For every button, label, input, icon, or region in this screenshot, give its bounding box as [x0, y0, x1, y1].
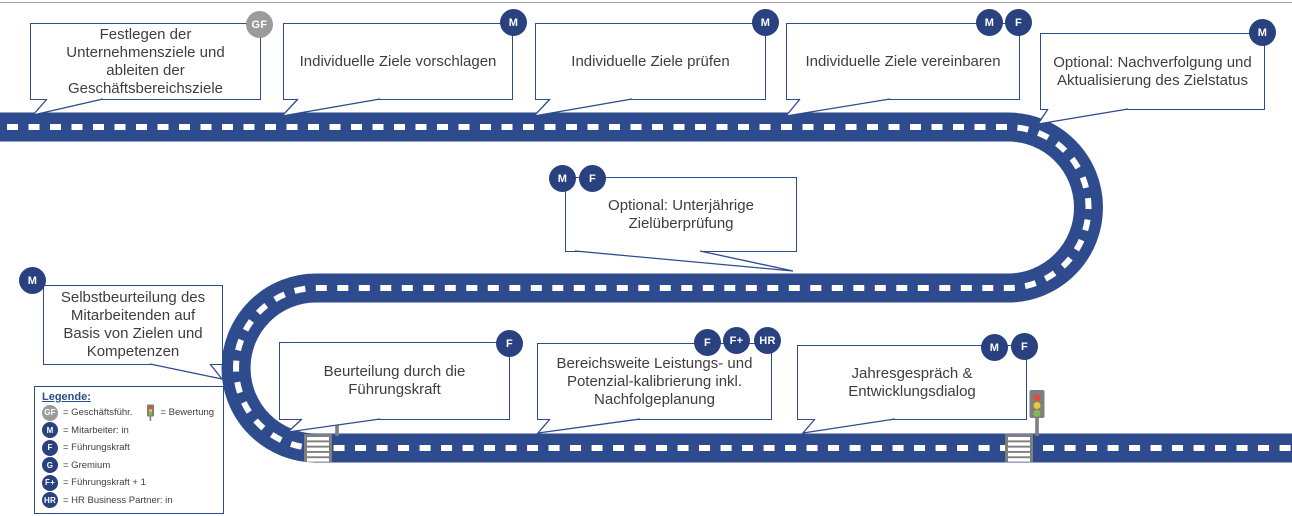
- step-10-badge-f: F: [1011, 333, 1038, 360]
- legend-item-g-label: = Gremium: [63, 459, 111, 471]
- legend-item-gf: GF = Geschäftsführ. = Bewertung: [42, 404, 216, 422]
- step-1-callout: Festlegen der Unternehmensziele und able…: [30, 23, 261, 100]
- step-6-badge-m: M: [549, 165, 576, 192]
- step-9-badge-fplus: F+: [723, 327, 750, 354]
- traffic-light-icon: [146, 404, 155, 422]
- hr-badge-icon: HR: [42, 492, 58, 509]
- step-2-label: Individuelle Ziele vorschlagen: [299, 52, 497, 70]
- step-5-badge-m: M: [1249, 19, 1276, 46]
- step-5-label: Optional: Nachverfolgung und Aktualisier…: [1053, 53, 1252, 89]
- step-4-label: Individuelle Ziele vereinbaren: [805, 52, 1001, 70]
- step-9-badge-hr: HR: [754, 327, 781, 354]
- legend-item-f: F = Führungskraft: [42, 439, 216, 456]
- legend-item-gf-label: = Geschäftsführ.: [63, 407, 133, 419]
- legend-item-m-label: = Mitarbeiter: in: [63, 424, 129, 436]
- step-2-callout: Individuelle Ziele vorschlagen: [283, 23, 513, 100]
- g-badge-icon: G: [42, 457, 58, 474]
- step-3-callout: Individuelle Ziele prüfen: [535, 23, 766, 100]
- step-4-badge-m: M: [976, 9, 1003, 36]
- step-2-badge-m: M: [500, 9, 527, 36]
- fplus-badge-icon: F+: [42, 474, 58, 491]
- step-1-label: Festlegen der Unternehmensziele und able…: [66, 25, 225, 97]
- step-5-callout: Optional: Nachverfolgung und Aktualisier…: [1040, 33, 1265, 110]
- step-8-label: Beurteilung durch die Führungskraft: [323, 363, 466, 398]
- road-centerline: [0, 124, 1292, 451]
- step-4-badge-f: F: [1005, 9, 1032, 36]
- m-badge-icon: M: [42, 422, 58, 439]
- step-9-label: Bereichsweite Leistungs- und Potenzial-k…: [556, 354, 753, 408]
- step-6-label: Optional: Unterjährige Zielüberprüfung: [608, 196, 754, 232]
- step-8-badge-f: F: [496, 330, 523, 357]
- top-border-line: [0, 2, 1292, 3]
- step-7-label: Selbstbeurteilung des Mitarbeitenden auf…: [60, 289, 206, 360]
- step-10-label: Jahresgespräch & Entwicklungsdialog: [848, 364, 976, 400]
- traffic-light-right-icon: [1029, 390, 1045, 436]
- step-4-callout: Individuelle Ziele vereinbaren: [786, 23, 1020, 100]
- step-9-callout: Bereichsweite Leistungs- und Potenzial-k…: [537, 343, 772, 420]
- f-badge-icon: F: [42, 439, 58, 456]
- step-1-badge-gf: GF: [246, 11, 273, 38]
- zebra-crossing-left-icon: [304, 434, 332, 462]
- legend-item-g: G = Gremium: [42, 457, 216, 474]
- step-9-badge-f: F: [694, 329, 721, 356]
- legend-box: Legende: GF = Geschäftsführ. = Bewertung…: [34, 386, 224, 514]
- legend-item-m: M = Mitarbeiter: in: [42, 422, 216, 439]
- zebra-crossing-right-icon: [1005, 434, 1033, 462]
- step-3-label: Individuelle Ziele prüfen: [571, 52, 730, 70]
- legend-title: Legende:: [42, 391, 91, 403]
- step-6-callout: Optional: Unterjährige Zielüberprüfung: [565, 177, 797, 252]
- legend-item-fplus: F+ = Führungskraft + 1: [42, 474, 216, 491]
- legend-item-bewertung-label: = Bewertung: [160, 407, 215, 419]
- step-10-badge-m: M: [981, 334, 1008, 361]
- step-7-callout: Selbstbeurteilung des Mitarbeitenden auf…: [43, 285, 223, 365]
- step-3-badge-m: M: [752, 9, 779, 36]
- step-7-badge-m: M: [19, 267, 46, 294]
- legend-item-fplus-label: = Führungskraft + 1: [63, 477, 146, 489]
- gf-badge-icon: GF: [42, 404, 58, 421]
- legend-item-hr-label: = HR Business Partner: in: [63, 494, 173, 506]
- legend-item-f-label: = Führungskraft: [63, 442, 130, 454]
- legend-item-hr: HR = HR Business Partner: in: [42, 492, 216, 509]
- step-8-callout: Beurteilung durch die Führungskraft: [279, 342, 510, 420]
- step-6-badge-f: F: [579, 165, 606, 192]
